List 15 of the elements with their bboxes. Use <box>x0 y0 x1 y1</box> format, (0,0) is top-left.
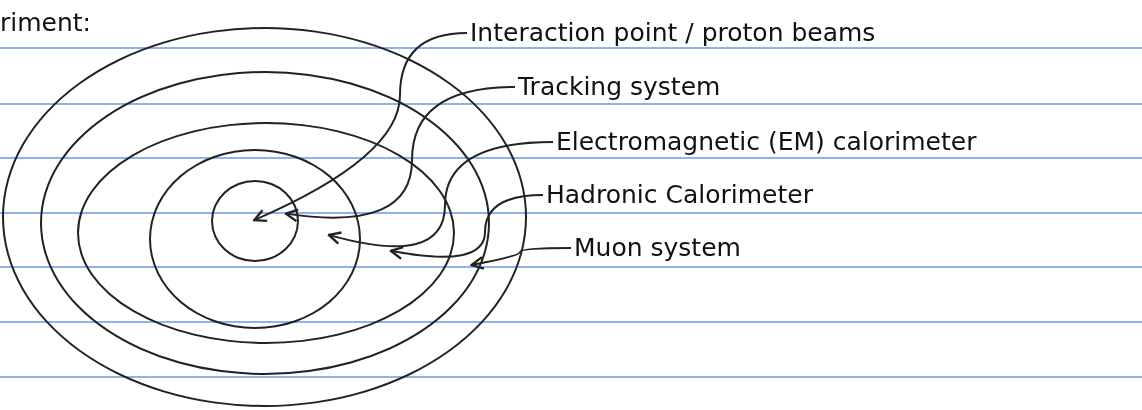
leader-line <box>389 194 544 260</box>
ring-outline <box>148 148 361 329</box>
ring-outline <box>39 70 490 375</box>
leader-line <box>252 32 468 222</box>
leader-line <box>327 141 554 248</box>
part-label: Electromagnetic (EM) calorimeter <box>556 127 977 157</box>
ring-outline <box>77 122 455 344</box>
part-label: Hadronic Calorimeter <box>546 180 813 210</box>
part-label: Tracking system <box>518 72 721 102</box>
part-label: Muon system <box>574 233 741 263</box>
ring-outline <box>211 180 299 262</box>
leader-line <box>470 247 572 270</box>
leader-line <box>284 86 516 223</box>
part-label: Interaction point / proton beams <box>470 18 876 48</box>
heading-fragment: riment: <box>0 8 92 38</box>
